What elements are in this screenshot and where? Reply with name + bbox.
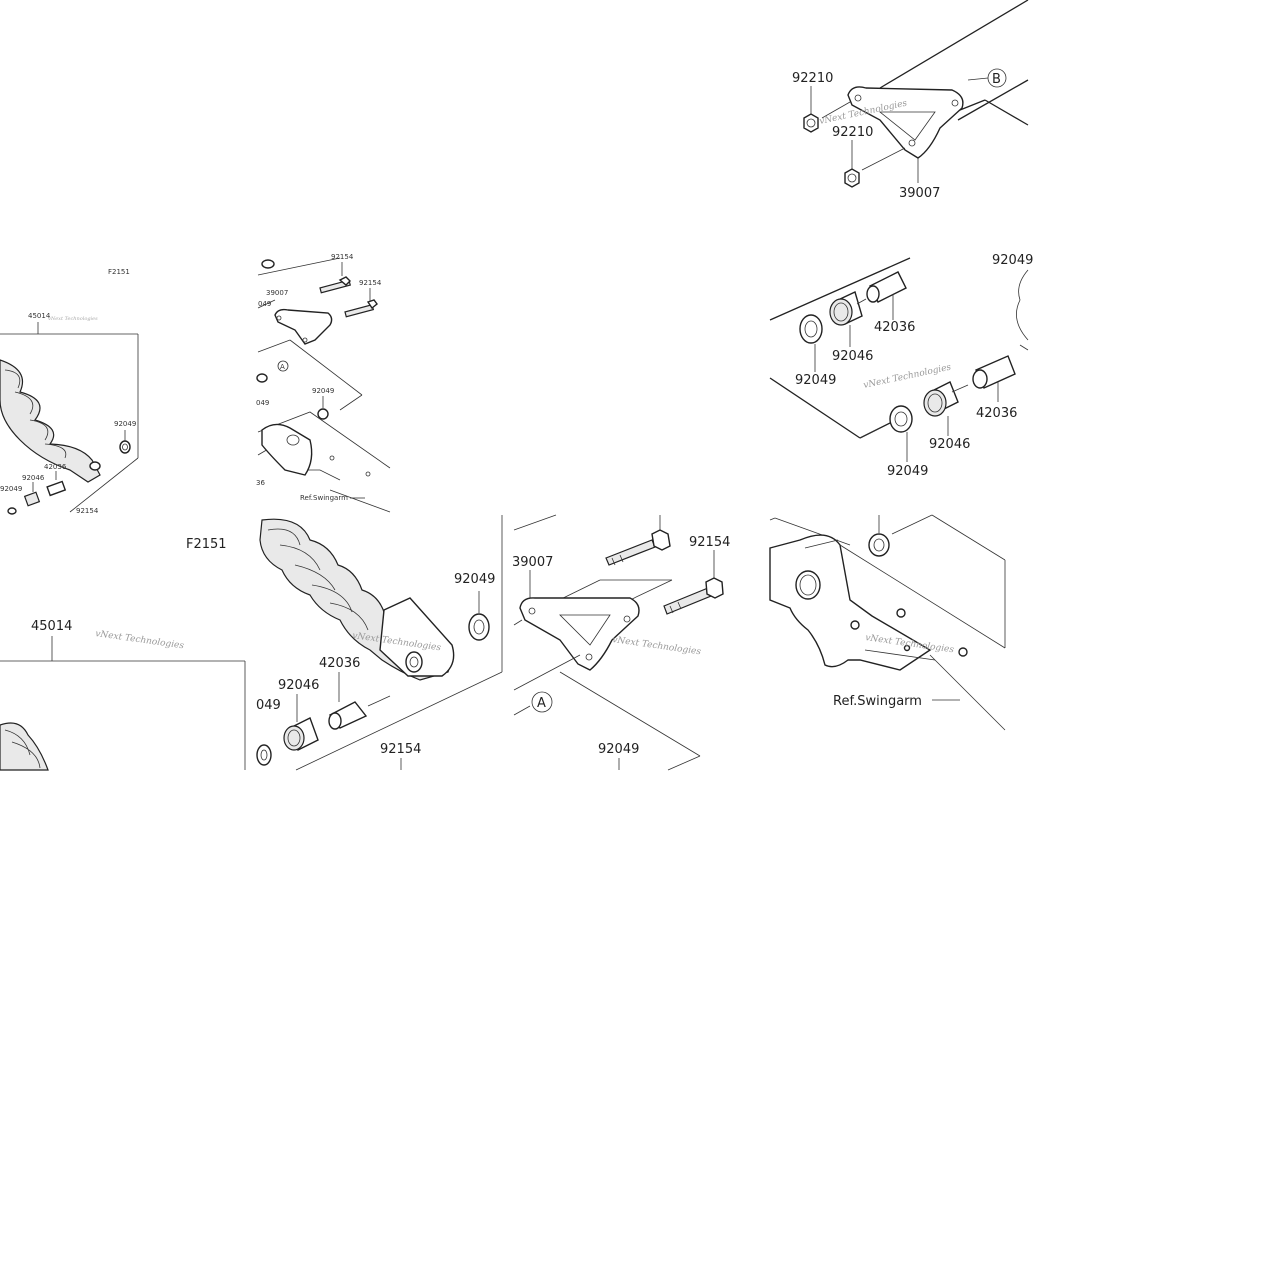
bracket-39007: [847, 86, 964, 159]
label-figure-code: F2151: [186, 537, 227, 552]
collar-42036-shock: [328, 701, 368, 730]
watermark-2: vNext Technologies: [863, 362, 953, 390]
seal-92049-shock: [468, 613, 490, 641]
seal-92049-swingarm: [868, 533, 890, 557]
label-seal-lower: 92049: [887, 464, 928, 479]
label-collar-shock: 42036: [319, 656, 360, 671]
swingarm: [769, 534, 932, 671]
overview-shock-panel: F2151 45014 vNext Technologies 92049 420…: [0, 268, 139, 515]
label-nut-upper: 92210: [792, 71, 833, 86]
label-bracket-detail: 39007: [512, 555, 553, 570]
overview-callout-a: A: [280, 363, 285, 371]
label-seal-shock: 92049: [454, 572, 495, 587]
swingarm-detail-panel: Ref.Swingarm vNext Technologies: [769, 514, 1006, 731]
nut-92210-upper: [803, 113, 819, 133]
overview-ref-swingarm: Ref.Swingarm: [300, 494, 348, 502]
label-bolt-shock: 92154: [380, 742, 421, 757]
label-collar-upper: 42036: [874, 320, 915, 335]
label-nut-lower: 92210: [832, 125, 873, 140]
callout-a-circle: [531, 691, 553, 713]
overview-watermark: vNext Technologies: [48, 316, 98, 322]
callout-b: B: [992, 72, 1001, 87]
nut-detail-panel: 92210 92210 39007 B vNext Technologies: [792, 0, 1029, 201]
overview-label-collar-partial: 36: [256, 479, 265, 487]
label-bearing-shock: 92046: [278, 678, 319, 693]
overview-callout-a-circle: [277, 360, 289, 372]
callout-b-circle: [987, 68, 1007, 88]
bracket-detail-panel: 39007 92154 A 92049: [512, 514, 730, 771]
overview-bracket-panel: 92154 39007 049 92154 A 049 92049 36 Ref…: [256, 253, 391, 513]
overview-label-bolt: 92154: [76, 507, 99, 515]
collar-42036-lower: [972, 355, 1016, 389]
label-bolt-detail: 92154: [689, 535, 730, 550]
overview-figure-code: F2151: [108, 268, 130, 276]
nut-92210-lower: [844, 168, 860, 188]
label-seal-detail: 92049: [598, 742, 639, 757]
label-seal-upper: 92049: [795, 373, 836, 388]
label-bracket: 39007: [899, 186, 940, 201]
shock-detail-panel: F2151 45014 vNext Technologies 92049 420…: [0, 515, 503, 771]
callout-a: A: [537, 696, 546, 711]
bolt-92154-upper: [605, 529, 671, 566]
overview-label-seal-partial-2: 049: [256, 399, 269, 407]
watermark-3: vNext Technologies: [95, 629, 185, 651]
label-ref-swingarm: Ref.Swingarm: [833, 694, 922, 709]
overview-label-collar: 42036: [44, 463, 67, 471]
overview-label-bearing: 92046: [22, 474, 45, 482]
collar-42036-upper: [866, 271, 907, 303]
label-seal-partial: 049: [256, 698, 281, 713]
bearing-detail-panel: 92049 42036 92046 92049: [769, 253, 1033, 479]
overview-label-bolt-right: 92154: [359, 279, 382, 287]
overview-label-bolt-top: 92154: [331, 253, 354, 261]
watermark-5: vNext Technologies: [612, 635, 702, 657]
overview-label-seal-lower: 92049: [312, 387, 334, 395]
overview-label-45014: 45014: [28, 312, 51, 320]
label-bearing-lower: 92046: [929, 437, 970, 452]
bearing-92046-shock: [283, 717, 319, 751]
label-bearing-seal-top: 92049: [992, 253, 1033, 268]
overview-label-bracket: 39007: [266, 289, 288, 297]
seal-92049-lower: [889, 405, 913, 433]
label-bearing-upper: 92046: [832, 349, 873, 364]
bolt-92154-lower: [663, 577, 724, 615]
bearing-92046-upper: [829, 291, 863, 326]
overview-label-seal-partial: 049: [258, 300, 271, 308]
shock-absorber-45014: [259, 518, 455, 681]
bearing-92046-lower: [923, 381, 959, 417]
seal-92049-upper: [799, 314, 823, 344]
overview-label-seal: 92049: [114, 420, 136, 428]
overview-label-seal-left: 92049: [0, 485, 22, 493]
label-shock-45014: 45014: [31, 619, 72, 634]
label-collar-lower: 42036: [976, 406, 1017, 421]
